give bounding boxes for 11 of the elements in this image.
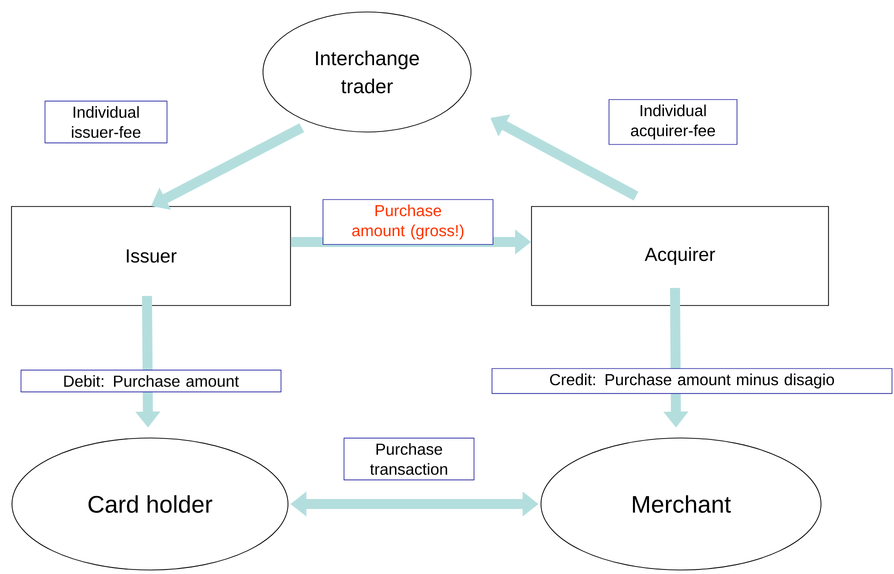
edge-label: Individual acquirer-fee [608,99,738,145]
edge-label: Purchase transaction [344,438,474,480]
edge-label: Purchase amount (gross!) [322,199,494,245]
ellipse-node: Interchange trader [262,12,472,132]
process-box: Issuer [11,206,291,306]
ellipse-node: Merchant [540,438,822,570]
edge-label: Debit: Purchase amount [20,370,282,392]
edge-label: Credit: Purchase amount minus disagio [492,368,892,394]
process-box: Acquirer [531,206,829,306]
ellipse-node: Card holder [12,438,288,570]
edge-label: Individual issuer-fee [44,100,168,144]
